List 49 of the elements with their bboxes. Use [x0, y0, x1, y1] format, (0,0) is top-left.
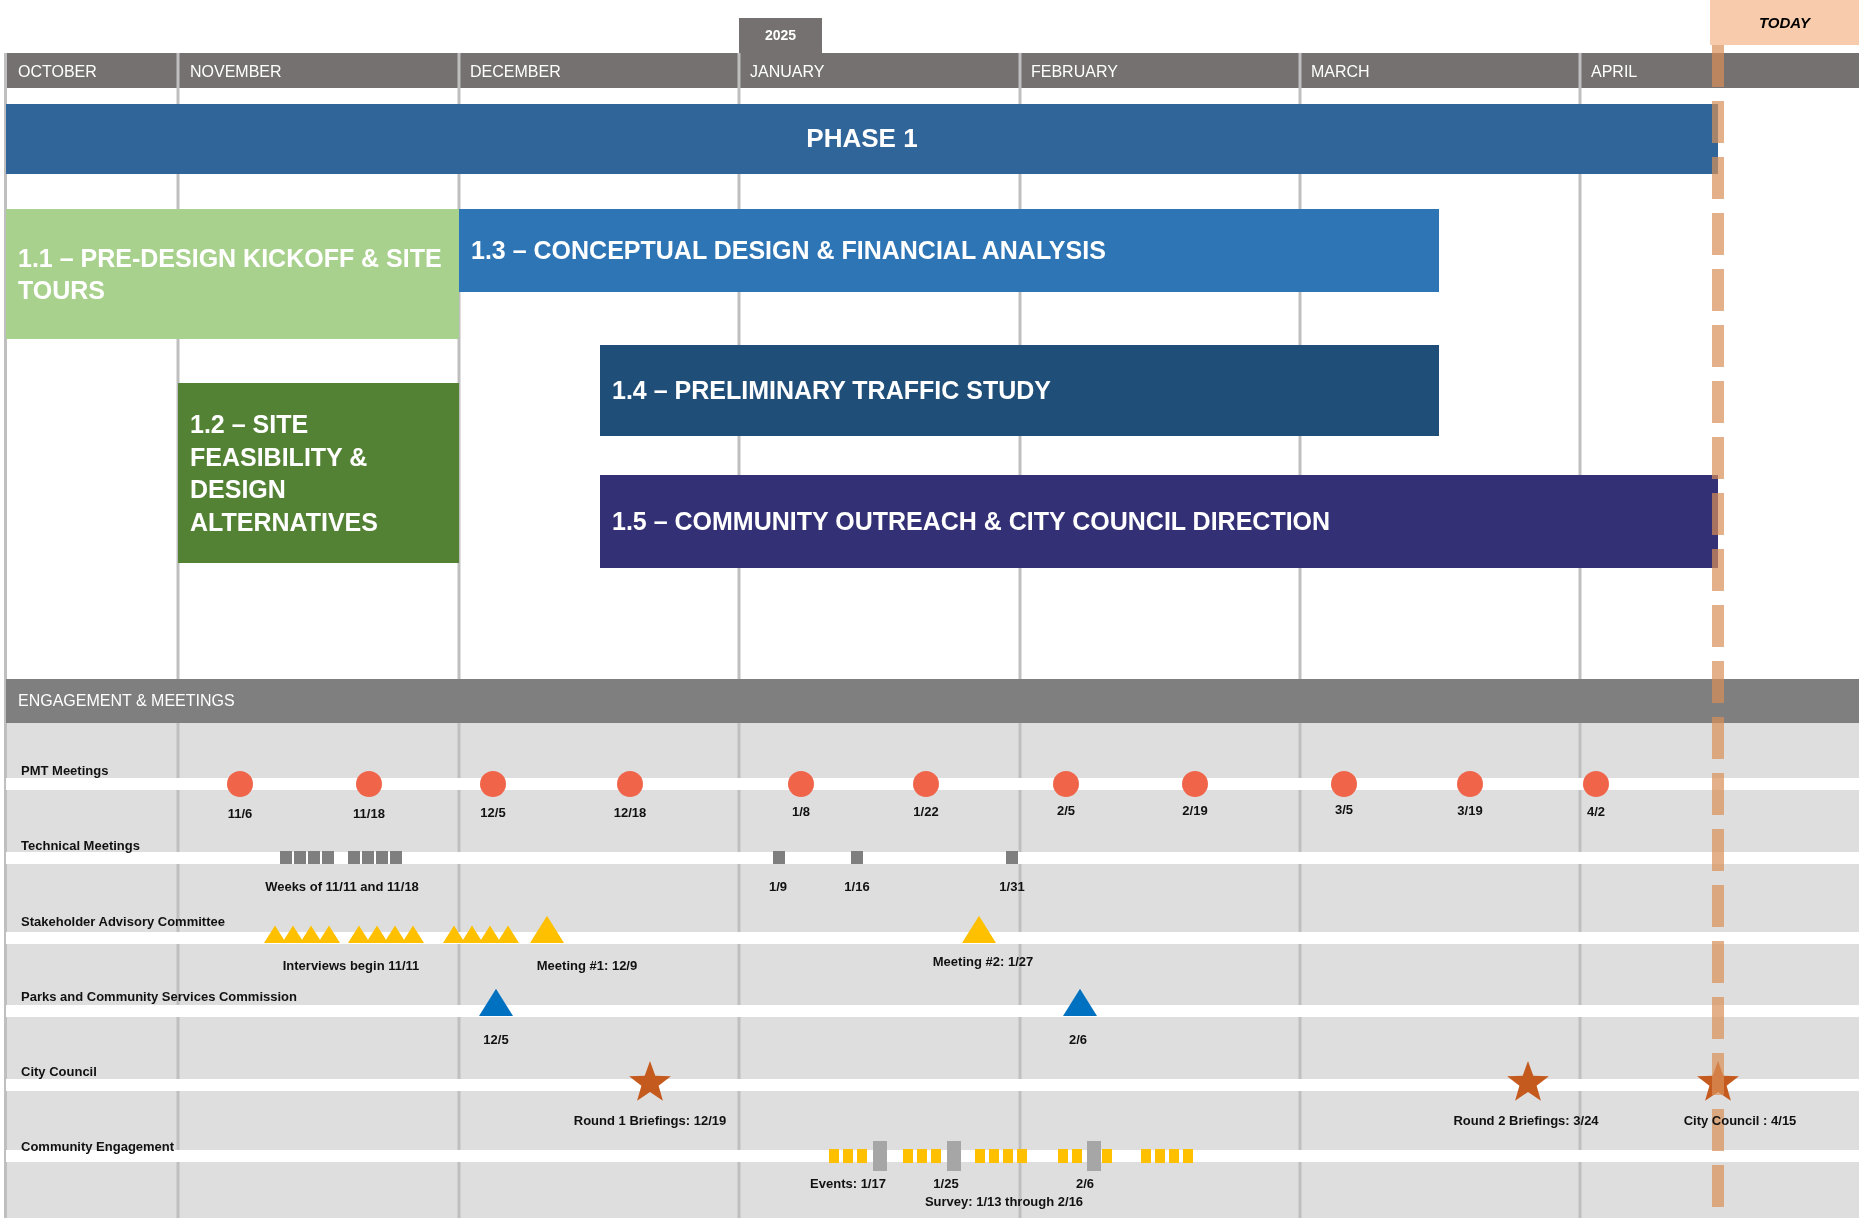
- date-label: 1/25: [933, 1175, 959, 1191]
- date-label: 3/19: [1457, 802, 1483, 818]
- task-bar: 1.5 – COMMUNITY OUTREACH & CITY COUNCIL DIRECTION: [600, 475, 1718, 568]
- date-label: 12/18: [613, 804, 647, 820]
- date-label: Meeting #2: 1/27: [932, 953, 1034, 969]
- date-label: Interviews begin 11/11: [282, 957, 420, 973]
- date-label: 1/22: [913, 803, 939, 819]
- month-label: JANUARY: [750, 63, 825, 81]
- date-label: 12/5: [483, 1031, 509, 1047]
- row-label: Technical Meetings: [21, 837, 140, 853]
- date-label: 4/2: [1586, 803, 1606, 819]
- row-label: Community Engagement: [21, 1138, 175, 1154]
- month-label: NOVEMBER: [190, 63, 282, 81]
- date-label: Round 1 Briefings: 12/19: [573, 1112, 727, 1128]
- date-label: 11/6: [227, 805, 253, 821]
- date-label: Events: 1/17: [810, 1175, 886, 1191]
- month-label: OCTOBER: [18, 63, 97, 81]
- row-label: Parks and Community Services Commission: [21, 988, 297, 1004]
- date-label: 11/18: [353, 805, 385, 821]
- task-bar: 1.1 – PRE-DESIGN KICKOFF & SITE TOURS: [6, 209, 459, 339]
- date-label: Meeting #1: 12/9: [536, 957, 638, 973]
- date-label: 12/5: [480, 804, 506, 820]
- month-label: FEBRUARY: [1031, 63, 1118, 81]
- task-bar: 1.2 – SITE FEASIBILITY & DESIGN ALTERNATIVES: [178, 383, 459, 563]
- row-label: Stakeholder Advisory Committee: [21, 913, 225, 929]
- month-label: APRIL: [1591, 63, 1638, 81]
- month-label: MARCH: [1311, 63, 1370, 81]
- date-label: Round 2 Briefings: 3/24: [1453, 1112, 1599, 1128]
- task-bar: 1.4 – PRELIMINARY TRAFFIC STUDY: [600, 345, 1439, 436]
- date-label: 1/8: [791, 803, 811, 819]
- task-bar: 1.3 – CONCEPTUAL DESIGN & FINANCIAL ANALYSIS: [459, 209, 1439, 292]
- date-label: 3/5: [1334, 801, 1354, 817]
- date-label: 2/6: [1075, 1175, 1095, 1191]
- date-label: 2/6: [1068, 1031, 1088, 1047]
- date-label: Survey: 1/13 through 2/16: [924, 1193, 1084, 1209]
- year-tab: 2025: [739, 18, 822, 53]
- row-label: City Council: [21, 1063, 97, 1079]
- date-label: City Council : 4/15: [1683, 1112, 1797, 1128]
- date-label: 1/16: [844, 878, 870, 894]
- section-header-bar: ENGAGEMENT & MEETINGS: [6, 679, 1859, 723]
- phase-bar: PHASE 1: [6, 104, 1718, 174]
- date-label: 1/9: [768, 878, 788, 894]
- today-marker-label: TODAY: [1710, 0, 1859, 45]
- row-label: PMT Meetings: [21, 762, 109, 778]
- date-label: 2/19: [1182, 802, 1208, 818]
- date-label: 1/31: [999, 878, 1025, 894]
- date-label: 2/5: [1056, 802, 1076, 818]
- month-label: DECEMBER: [470, 63, 561, 81]
- date-label: Weeks of 11/11 and 11/18: [265, 878, 419, 894]
